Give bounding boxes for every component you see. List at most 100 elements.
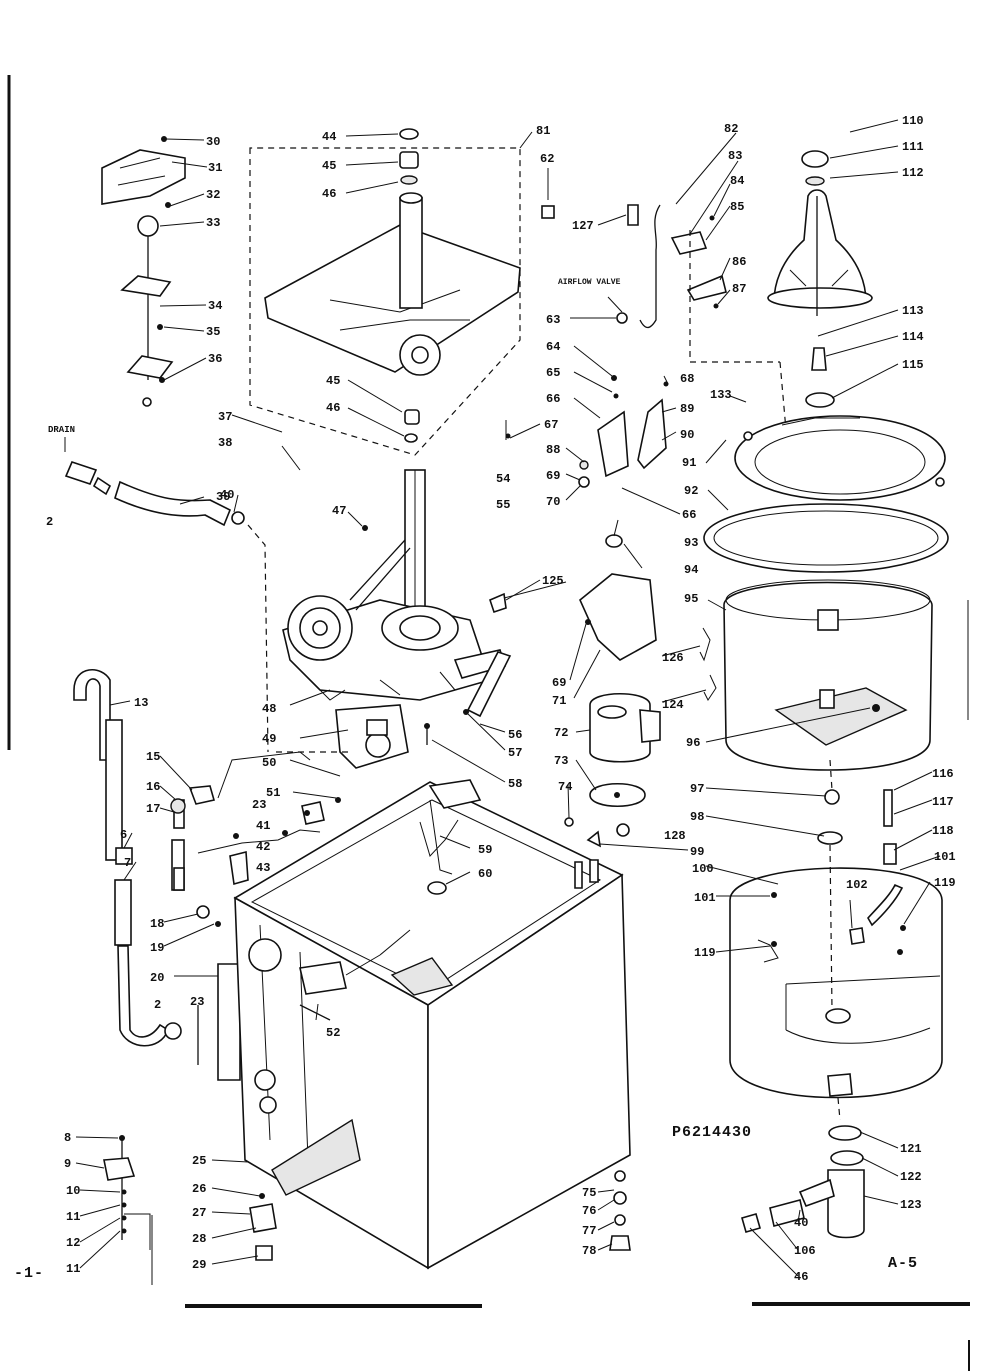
callout: 42 bbox=[256, 840, 270, 854]
callout: 35 bbox=[206, 325, 220, 339]
mounting-plate-assembly bbox=[249, 128, 555, 456]
callout: 65 bbox=[546, 366, 560, 380]
leader-lines-cabinet bbox=[211, 835, 471, 1265]
drain-hose-upper bbox=[64, 437, 269, 753]
cabinet bbox=[233, 779, 631, 1270]
callout: 6 bbox=[120, 828, 127, 842]
part-number: P6214430 bbox=[672, 1124, 752, 1141]
leader-lines-motor bbox=[503, 519, 707, 851]
callout: 18 bbox=[150, 917, 164, 931]
callout: 74 bbox=[558, 780, 572, 794]
callout: 121 bbox=[900, 1142, 922, 1156]
callout: 40 bbox=[794, 1216, 808, 1230]
callout: 45 bbox=[322, 159, 336, 173]
callout: 85 bbox=[730, 200, 744, 214]
callout: 34 bbox=[208, 299, 222, 313]
leveling-leg-parts bbox=[103, 1135, 151, 1250]
callout: 27 bbox=[192, 1206, 206, 1220]
leader-lines-left bbox=[109, 700, 218, 977]
callout: 8 bbox=[64, 1131, 71, 1145]
callout: 86 bbox=[732, 255, 746, 269]
leader-lines-pump-housing bbox=[749, 1131, 899, 1277]
callout: 128 bbox=[664, 829, 686, 843]
callout: 37 bbox=[218, 410, 232, 424]
callout: 12 bbox=[66, 1236, 80, 1250]
callout: 97 bbox=[690, 782, 704, 796]
callout: 60 bbox=[478, 867, 492, 881]
callout: 66 bbox=[546, 392, 560, 406]
callout: 100 bbox=[692, 862, 714, 876]
callout: 71 bbox=[552, 694, 566, 708]
airflow-label: AIRFLOW VALVE bbox=[558, 278, 621, 287]
callout: 25 bbox=[192, 1154, 206, 1168]
page-label: A-5 bbox=[888, 1255, 918, 1272]
leader-lines-transmission bbox=[276, 511, 541, 799]
callout: 59 bbox=[478, 843, 492, 857]
cabinet-bottom-hardware bbox=[597, 1170, 631, 1251]
callout: 45 bbox=[326, 374, 340, 388]
leader-lines-pump bbox=[565, 132, 787, 515]
callout: 89 bbox=[680, 402, 694, 416]
callout: 47 bbox=[332, 504, 346, 518]
fill-hose-and-valves bbox=[73, 668, 311, 1081]
callout: 123 bbox=[900, 1198, 922, 1212]
callout: 84 bbox=[730, 174, 744, 188]
pump-hose-and-brackets bbox=[505, 204, 727, 488]
page-number: -1- bbox=[14, 1265, 44, 1282]
callout: 11 bbox=[66, 1262, 80, 1276]
callout: 2 bbox=[46, 515, 53, 529]
callout: 49 bbox=[262, 732, 276, 746]
callout: 76 bbox=[582, 1204, 596, 1218]
callout: 52 bbox=[326, 1026, 340, 1040]
leader-lines-leg bbox=[75, 1136, 121, 1269]
callout: 75 bbox=[582, 1186, 596, 1200]
callout: 90 bbox=[680, 428, 694, 442]
callout: 115 bbox=[902, 358, 924, 372]
leader-lines-drain bbox=[179, 414, 301, 513]
callout: 83 bbox=[728, 149, 742, 163]
leader-lines-tub bbox=[705, 119, 941, 1011]
callout: 51 bbox=[266, 786, 280, 800]
callout: 98 bbox=[690, 810, 704, 824]
callout: 112 bbox=[902, 166, 924, 180]
callout: 55 bbox=[496, 498, 510, 512]
callout: 118 bbox=[932, 824, 954, 838]
callout: 23 bbox=[252, 798, 266, 812]
callout: 101 bbox=[934, 850, 956, 864]
leader-lines-plate bbox=[345, 131, 549, 439]
callout: 46 bbox=[794, 1270, 808, 1284]
leader-lines-lidswitch bbox=[159, 138, 208, 381]
callout: 2 bbox=[154, 998, 161, 1012]
callout: 77 bbox=[582, 1224, 596, 1238]
callout: 126 bbox=[662, 651, 684, 665]
callout: 33 bbox=[206, 216, 220, 230]
callout: 41 bbox=[256, 819, 270, 833]
callout: 69 bbox=[546, 469, 560, 483]
callout: 113 bbox=[902, 304, 924, 318]
callout: 94 bbox=[684, 563, 698, 577]
callout: 69 bbox=[552, 676, 566, 690]
callout: 106 bbox=[794, 1244, 816, 1258]
callout: 7 bbox=[124, 856, 131, 870]
callout: 92 bbox=[684, 484, 698, 498]
callout: 10 bbox=[66, 1184, 80, 1198]
callout: 44 bbox=[322, 130, 336, 144]
drain-pump-housing bbox=[741, 1097, 865, 1239]
callout: 95 bbox=[684, 592, 698, 606]
callout: 46 bbox=[322, 187, 336, 201]
callout: 66 bbox=[682, 508, 696, 522]
callout: 11 bbox=[66, 1210, 80, 1224]
callout: 119 bbox=[934, 876, 956, 890]
callout: 87 bbox=[732, 282, 746, 296]
callout: 119 bbox=[694, 946, 716, 960]
callout: 102 bbox=[846, 878, 868, 892]
callout: 93 bbox=[684, 536, 698, 550]
callout: 40 bbox=[220, 488, 234, 502]
callout: 99 bbox=[690, 845, 704, 859]
callout: 114 bbox=[902, 330, 924, 344]
callout: 64 bbox=[546, 340, 560, 354]
callout: 82 bbox=[724, 122, 738, 136]
callout: 122 bbox=[900, 1170, 922, 1184]
callout: 63 bbox=[546, 313, 560, 327]
